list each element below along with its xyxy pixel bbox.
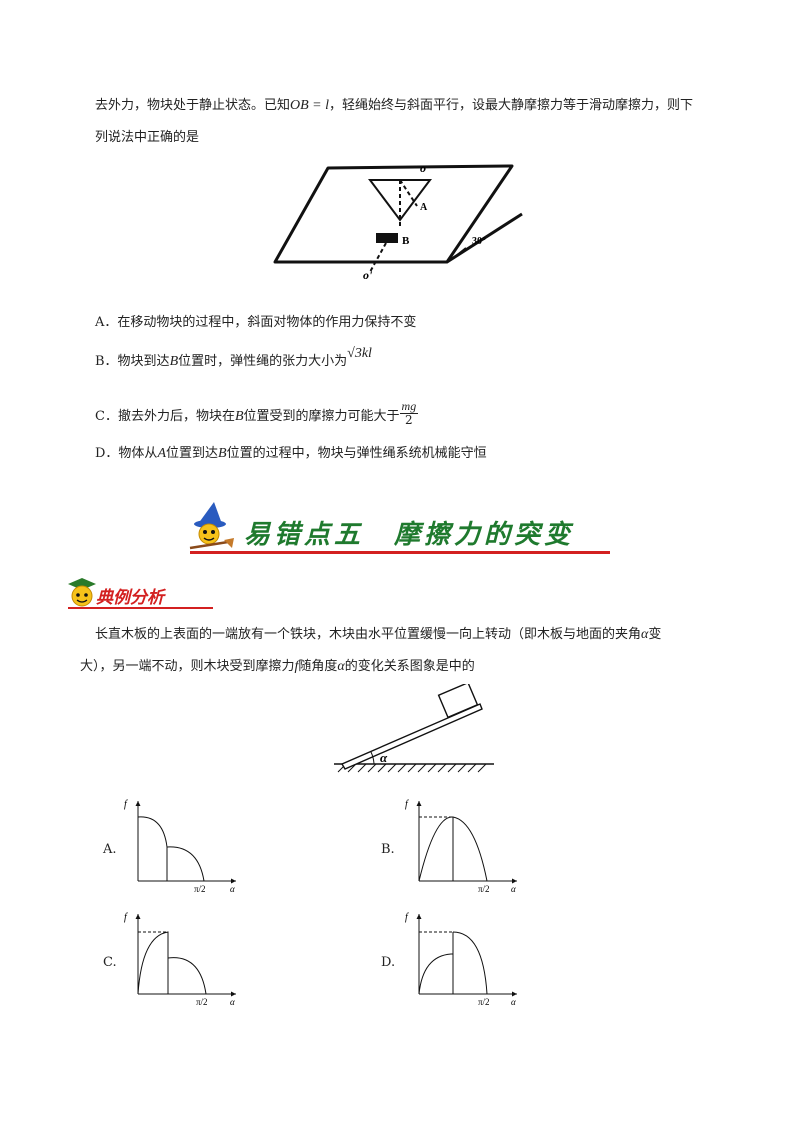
graph-d: f π/2 α — [405, 912, 517, 1007]
graph-c: f π/2 α — [124, 912, 236, 1007]
math-sqrt3kl: √3kl — [347, 346, 372, 361]
label-o: o — [420, 161, 426, 175]
section-underline — [190, 551, 610, 554]
incline-angle-label: α — [380, 750, 388, 765]
graph-b-label: B. — [381, 842, 395, 857]
graph-d-label: D. — [381, 955, 396, 970]
label-b: B — [402, 235, 410, 247]
graph-a-xtick: π/2 — [194, 884, 206, 894]
q2-line2: 大），另一端不动，则木块受到摩擦力f随角度α的变化关系图象是中的 — [80, 659, 475, 674]
board-incline-figure: α — [334, 684, 494, 773]
graph-b: f π/2 α — [405, 799, 517, 894]
graph-d-ylabel: f — [405, 912, 409, 923]
graph-a: f π/2 α — [124, 799, 236, 894]
section-title: 易错点五 摩擦力的突变 — [244, 520, 575, 550]
label-angle: 30° — [472, 236, 486, 247]
q1-line2: 列说法中正确的是 — [95, 130, 200, 145]
graph-a-xlabel: α — [230, 884, 235, 894]
graph-c-label: C. — [103, 955, 117, 970]
incline-plane-figure: o A B o' 30° — [273, 161, 523, 282]
graph-c-xlabel: α — [230, 997, 235, 1007]
q1-line1: 去外力，物块处于静止状态。已知OB = l，轻绳始终与斜面平行，设最大静摩擦力等… — [95, 98, 694, 113]
graph-b-xtick: π/2 — [478, 884, 490, 894]
graph-c-ylabel: f — [124, 912, 128, 923]
sub-underline — [68, 607, 213, 609]
graph-b-xlabel: α — [511, 884, 516, 894]
graph-a-ylabel: f — [124, 799, 128, 810]
option-b: B．物块到达B位置时，弹性绳的张力大小为√3kl — [95, 346, 372, 369]
graph-b-ylabel: f — [405, 799, 409, 810]
q2-line1: 长直木板的上表面的一端放有一个铁块，木块由水平位置缓慢一向上转动（即木板与地面的… — [95, 627, 662, 642]
sub-heading: 典例分析 — [96, 588, 164, 608]
wizard-mascot-icon — [189, 502, 234, 550]
option-d: D．物体从A位置到达B位置的过程中，物块与弹性绳系统机械能守恒 — [95, 446, 487, 461]
graph-c-xtick: π/2 — [196, 997, 208, 1007]
label-a: A — [420, 202, 428, 213]
graph-d-xlabel: α — [511, 997, 516, 1007]
graph-a-label: A. — [103, 842, 117, 857]
option-a: A．在移动物块的过程中，斜面对物体的作用力保持不变 — [95, 315, 417, 330]
label-o-prime: o' — [363, 268, 373, 282]
graph-d-xtick: π/2 — [478, 997, 490, 1007]
math-ob: OB = l — [290, 98, 330, 113]
